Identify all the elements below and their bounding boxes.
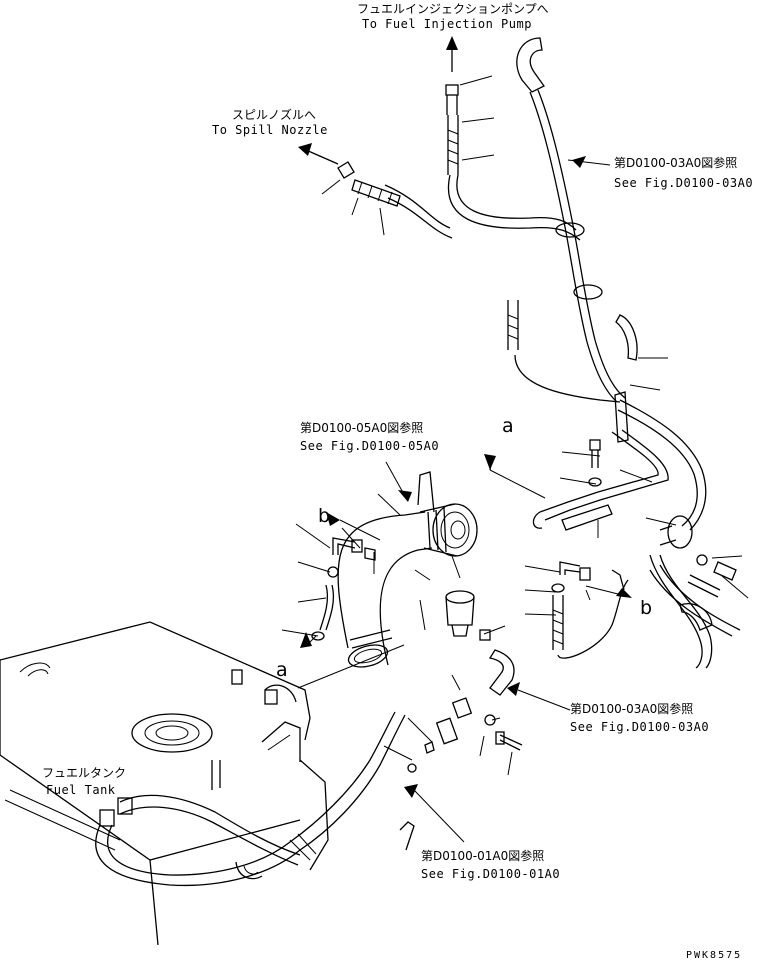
ref-05a0-label-jp: 第D0100-05A0図参照 <box>300 420 423 435</box>
arrow-ref03-top-icon <box>572 156 586 168</box>
arrow-a-up-icon <box>484 454 496 470</box>
drawing-code: PWK8575 <box>686 950 742 961</box>
arrow-left-icon <box>298 143 312 156</box>
ref-03a0-top-label-jp: 第D0100-03A0図参照 <box>614 155 737 170</box>
ref-01a0-label-en: See Fig.D0100-01A0 <box>421 867 560 881</box>
injection-pump-label-en: To Fuel Injection Pump <box>362 17 532 31</box>
fuel-tank-label-en: Fuel Tank <box>46 783 116 797</box>
fuel-tank <box>0 621 329 946</box>
leader-lines <box>281 75 749 776</box>
marker-a-lower: a <box>276 659 288 681</box>
ref-05a0-label-en: See Fig.D0100-05A0 <box>300 439 439 453</box>
arrow-b-right-icon <box>616 588 632 598</box>
elbow-hose <box>337 471 478 668</box>
fuel-tank-label-jp: フュエルタンク <box>42 766 126 780</box>
fuel-filter-parts <box>407 590 523 773</box>
arrow-up-icon <box>446 36 458 50</box>
ref-03a0-mid-label-jp: 第D0100-03A0図参照 <box>570 701 693 716</box>
labels: フュエルインジェクションポンプへ To Fuel Injection Pump … <box>42 2 753 961</box>
ref-01a0-label-jp: 第D0100-01A0図参照 <box>421 848 544 863</box>
arrow-ref01-icon <box>404 784 418 798</box>
ref-03a0-mid-label-en: See Fig.D0100-03A0 <box>570 720 709 734</box>
marker-a-upper: a <box>502 415 514 437</box>
right-pipes <box>507 300 741 669</box>
arrow-ref03-mid-icon <box>507 682 520 696</box>
ref-03a0-top-label-en: See Fig.D0100-03A0 <box>614 176 753 190</box>
direction-arrows <box>298 36 632 843</box>
spill-nozzle-label-jp: スピルノズルへ <box>232 107 316 122</box>
marker-b-left: b <box>318 505 330 527</box>
arrow-a-down-icon <box>300 632 312 648</box>
spill-nozzle-label-en: To Spill Nozzle <box>212 123 328 137</box>
injection-pipes <box>337 37 626 403</box>
injection-pump-label-jp: フュエルインジェクションポンプへ <box>357 2 549 16</box>
tank-hose <box>95 711 415 887</box>
marker-b-right: b <box>640 597 652 619</box>
arrow-b-left-icon <box>326 512 340 526</box>
small-pipes <box>311 537 376 641</box>
